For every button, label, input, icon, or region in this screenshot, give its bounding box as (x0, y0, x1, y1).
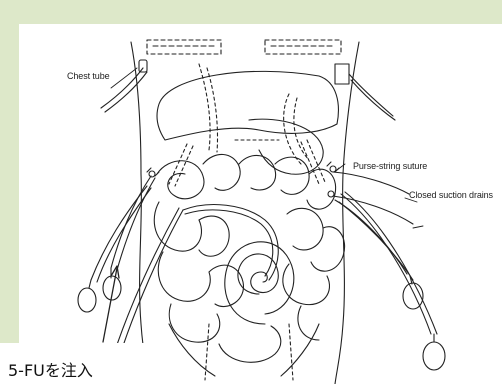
left-closed-suction-drains (78, 176, 278, 370)
label-purse-string-suture: Purse-string suture (353, 161, 427, 171)
purse-string-sutures (147, 162, 339, 197)
illustration-canvas: Chest tube Purse-string suture Closed su… (19, 24, 502, 384)
intestines (154, 154, 344, 380)
torso-outline (131, 40, 359, 384)
right-closed-suction-drains (333, 172, 445, 370)
label-closed-suction-drains: Closed suction drains (409, 190, 493, 200)
label-chest-tube: Chest tube (67, 71, 110, 81)
caption-text: 5-FUを注入 (8, 357, 93, 381)
